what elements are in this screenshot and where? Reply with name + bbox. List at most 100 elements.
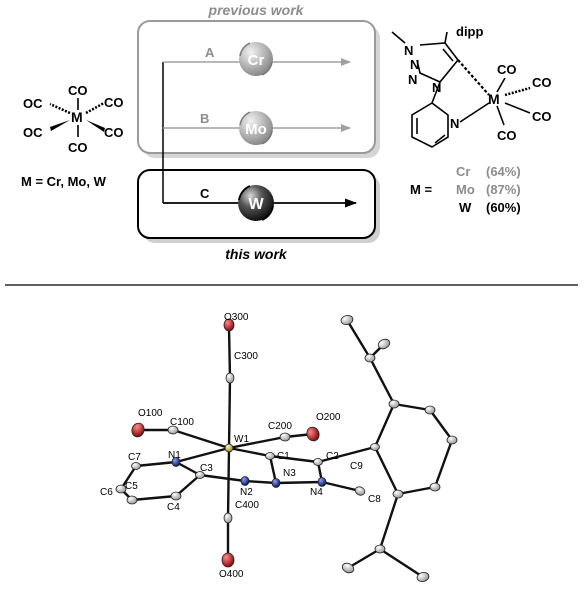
yields-m-label: M =	[410, 182, 432, 197]
label-n2: N2	[240, 487, 253, 498]
atom-c6	[115, 484, 127, 494]
structure-atoms	[115, 314, 458, 583]
reactant-co-right-upper: CO	[104, 95, 124, 110]
route-b-letter: B	[200, 111, 209, 126]
atom-c100	[167, 425, 179, 435]
reactant-oc-left-lower: OC	[23, 125, 43, 140]
label-w1: W1	[234, 434, 249, 445]
atom-c9	[370, 443, 380, 451]
atom-n4	[317, 477, 327, 487]
atom-aryl-5	[392, 489, 404, 499]
yield-cr-value: (64%)	[486, 164, 521, 179]
product-triazole-n-mid: N	[408, 72, 417, 87]
reactant-oc-left-upper: OC	[23, 96, 43, 111]
label-c6: C6	[100, 487, 113, 498]
previous-work-box	[137, 20, 380, 158]
atom-n2	[240, 476, 250, 486]
reactant-metal: M	[71, 109, 83, 125]
label-c400: C400	[235, 500, 259, 511]
structure-labels: O300 C300 O100 C100 C200 O200 W1 C1 C2 C…	[100, 312, 381, 580]
route-c-metal: W	[248, 196, 264, 213]
crystal-structure: O300 C300 O100 C100 C200 O200 W1 C1 C2 C…	[100, 312, 458, 583]
route-a-letter: A	[205, 45, 215, 60]
label-c9: C9	[350, 461, 363, 472]
label-o400: O400	[219, 569, 244, 580]
label-n1: N1	[168, 450, 181, 461]
yield-w-value: (60%)	[486, 200, 521, 215]
label-c1: C1	[277, 451, 290, 462]
product-dipp-label: dipp	[456, 24, 483, 39]
atom-c2	[313, 458, 323, 466]
label-c4: C4	[167, 502, 180, 513]
product-co-right-upper: CO	[532, 75, 552, 90]
atom-o400	[221, 552, 235, 568]
label-o200: O200	[316, 412, 341, 423]
atom-ipr-upper-me1	[340, 314, 354, 326]
this-work-label: this work	[225, 246, 288, 262]
atom-aryl-3	[446, 435, 458, 445]
product-triazole-n-left: N	[410, 57, 419, 72]
product-co-top: CO	[497, 62, 517, 77]
previous-work-label: previous work	[208, 2, 305, 18]
label-n4: N4	[310, 487, 323, 498]
atom-c3	[195, 471, 205, 479]
reactant-co-right-lower: CO	[104, 125, 124, 140]
label-n3: N3	[283, 468, 296, 479]
atom-c7	[131, 462, 141, 470]
product-pyridine-n: N	[450, 116, 459, 131]
atom-c300	[225, 372, 235, 384]
label-c2: C2	[326, 451, 339, 462]
atom-o200	[306, 426, 320, 442]
atom-ipr-lower-ch	[374, 544, 386, 554]
product-triazole-n-bottom: N	[432, 80, 441, 95]
yield-w-metal: W	[459, 200, 472, 215]
route-a-sphere: Cr	[239, 42, 273, 76]
atom-ipr-lower-me2	[416, 571, 430, 583]
atom-aryl-2	[424, 405, 436, 415]
label-c3: C3	[200, 463, 213, 474]
structure-bonds	[119, 318, 454, 579]
atom-aryl-1	[388, 399, 400, 409]
label-c300: C300	[234, 351, 258, 362]
label-o100: O100	[138, 408, 163, 419]
reactant-co-bottom: CO	[68, 140, 88, 155]
product-complex	[391, 31, 531, 148]
atom-c400	[223, 512, 233, 524]
label-c100: C100	[170, 417, 194, 428]
metal-definition: M = Cr, Mo, W	[21, 174, 107, 189]
atom-o300	[223, 318, 235, 332]
atom-o100	[131, 422, 145, 438]
product-co-right-lower: CO	[532, 109, 552, 124]
yield-mo-value: (87%)	[486, 182, 521, 197]
product-co-bottom: CO	[497, 128, 517, 143]
atom-c1	[265, 452, 275, 460]
atom-n1	[171, 457, 181, 467]
atom-c4	[170, 491, 182, 501]
atom-c5	[126, 495, 138, 505]
route-c-letter: C	[200, 186, 210, 201]
yield-mo-metal: Mo	[456, 182, 475, 197]
atom-w1	[224, 443, 234, 453]
atom-ipr-upper-me2	[377, 338, 391, 350]
label-c200: C200	[268, 421, 292, 432]
atom-n3	[271, 478, 281, 488]
route-a-metal: Cr	[248, 52, 265, 69]
reactant-co-top: CO	[68, 83, 88, 98]
route-b-sphere: Mo	[239, 111, 273, 145]
route-c-sphere: W	[238, 185, 274, 221]
atom-ipr-upper-ch	[364, 353, 376, 363]
label-c8: C8	[368, 494, 381, 505]
atom-aryl-4	[429, 482, 441, 492]
label-c5: C5	[125, 481, 138, 492]
atom-c8	[354, 486, 366, 496]
yield-cr-metal: Cr	[456, 164, 470, 179]
label-o300: O300	[224, 312, 249, 323]
product-methyl-n: N	[404, 43, 413, 58]
product-metal: M	[488, 91, 500, 107]
atom-c200	[279, 432, 291, 442]
label-c7: C7	[128, 452, 141, 463]
route-b-metal: Mo	[245, 121, 267, 138]
reaction-scheme: previous work this work A Cr B Mo	[21, 2, 552, 262]
atom-ipr-lower-me1	[341, 562, 355, 574]
